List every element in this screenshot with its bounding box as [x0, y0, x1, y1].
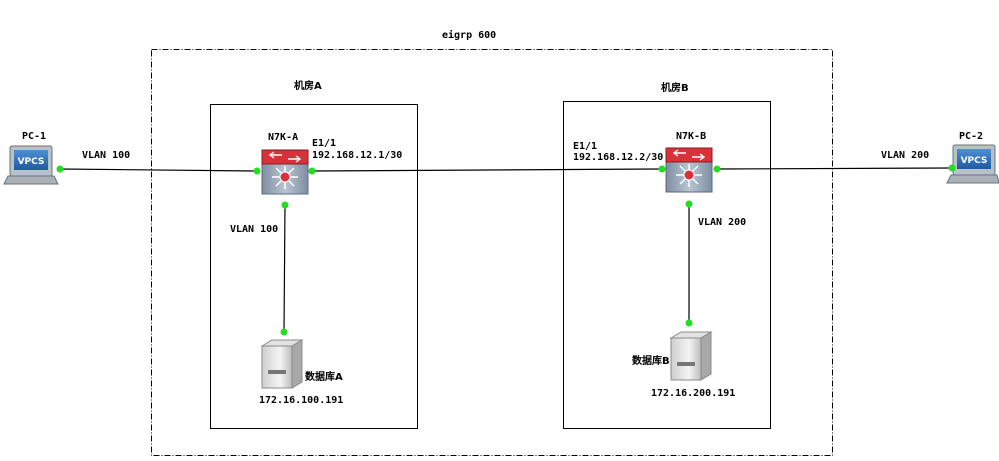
port-dot-pc2[interactable] [948, 164, 956, 172]
switch-a-spokes-icon [272, 166, 298, 189]
pc1-label: PC-1 [22, 131, 46, 142]
switch-a-arrows-icon [268, 151, 302, 163]
server-a-node[interactable] [260, 339, 304, 389]
server-a-ip: 172.16.100.191 [259, 395, 343, 406]
interface-label-a: E1/1 [312, 138, 336, 149]
ip-label-a: 192.168.12.1/30 [312, 150, 402, 161]
server-a-drive-icon [268, 370, 286, 374]
interface-label-b: E1/1 [573, 141, 597, 152]
pc2-label: PC-2 [959, 131, 983, 142]
switch-b-arrows-icon [672, 149, 706, 161]
server-b-node[interactable] [669, 331, 713, 381]
server-b-drive-icon [677, 362, 695, 366]
eigrp-domain-label: eigrp 600 [442, 29, 496, 41]
link-switch-a-switch-b[interactable] [311, 168, 663, 172]
server-b-ip: 172.16.200.191 [651, 388, 735, 399]
switch-b-spokes-icon [676, 164, 702, 187]
server-b-side [700, 331, 712, 381]
server-a-side [291, 339, 303, 389]
port-dot-switch-b-south[interactable] [685, 200, 693, 208]
port-dot-pc1[interactable] [56, 165, 64, 173]
pc1-node[interactable]: VPCS [3, 145, 59, 185]
link-label-server-b-vlan: VLAN 200 [698, 217, 746, 228]
port-dot-server-a[interactable] [280, 328, 288, 336]
link-switch-b-pc2[interactable] [716, 167, 953, 170]
server-b-label: 数据库B [632, 354, 670, 367]
room-a-label: 机房A [294, 79, 322, 92]
ip-label-b: 192.168.12.2/30 [573, 152, 663, 163]
pc2-keyboard [946, 174, 999, 184]
pc2-screen [957, 149, 991, 169]
server-a-label: 数据库A [305, 370, 343, 383]
link-pc1-switch-a[interactable] [59, 168, 258, 172]
server-a-body [261, 345, 293, 389]
switch-a-top [261, 149, 309, 165]
port-dot-switch-b-east[interactable] [713, 165, 721, 173]
link-switch-a-server-a[interactable] [283, 204, 286, 333]
switch-b-label: N7K-B [676, 131, 706, 142]
port-dot-switch-b-west[interactable] [658, 165, 666, 173]
port-dot-switch-a-east[interactable] [308, 167, 316, 175]
pc1-screen [14, 150, 48, 170]
port-dot-switch-a-south[interactable] [281, 201, 289, 209]
room-b-label: 机房B [661, 81, 689, 94]
switch-a-label: N7K-A [268, 132, 298, 143]
link-label-pc1-vlan: VLAN 100 [82, 150, 130, 161]
switch-a-hub-icon [279, 171, 291, 183]
link-label-server-a-vlan: VLAN 100 [230, 224, 278, 235]
links [59, 167, 953, 333]
link-label-pc2-vlan: VLAN 200 [881, 150, 929, 161]
switch-b-node[interactable] [665, 147, 713, 193]
pc2-node[interactable]: VPCS [946, 144, 999, 184]
switch-b-hub-icon [683, 169, 695, 181]
eigrp-domain-boundary [151, 49, 833, 456]
port-dot-switch-a-west[interactable] [253, 167, 261, 175]
switch-b-top [665, 147, 713, 163]
pc1-vpcs-badge: VPCS [18, 157, 45, 167]
pc2-vpcs-badge: VPCS [961, 156, 988, 166]
pc1-keyboard [3, 175, 59, 185]
port-dot-server-b[interactable] [685, 319, 693, 327]
switch-a-node[interactable] [261, 149, 309, 195]
room-b-boundary [563, 101, 771, 429]
port-dots [56, 164, 956, 336]
room-a-boundary [210, 104, 418, 429]
server-b-body [670, 337, 702, 381]
